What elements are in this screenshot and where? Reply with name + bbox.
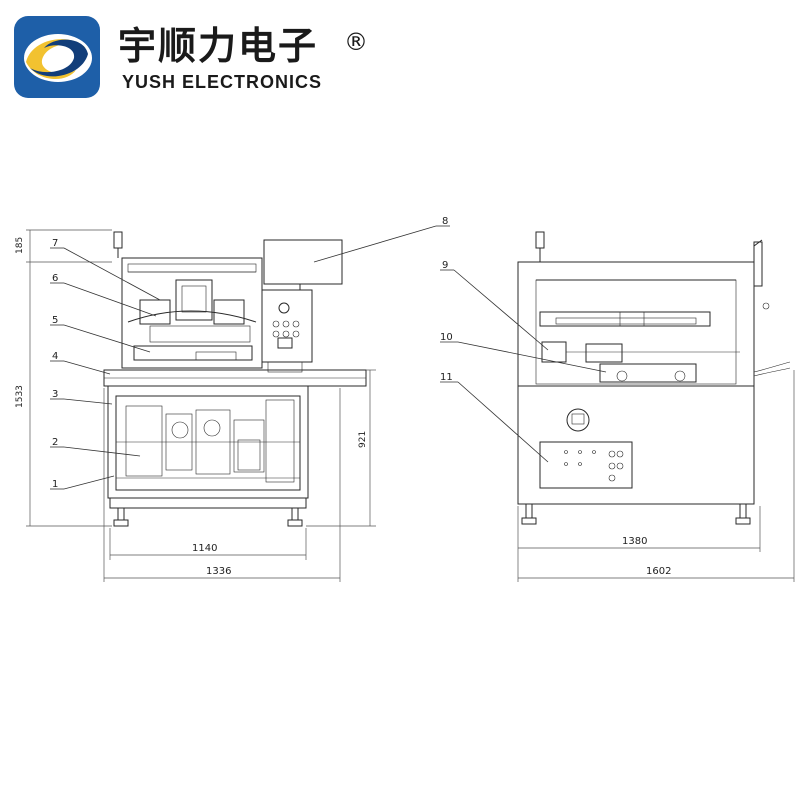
callout-9: 9	[442, 260, 448, 271]
side-view	[517, 231, 791, 525]
front-view	[103, 231, 367, 527]
dim-1602: 1602	[646, 566, 671, 577]
brand-name-english: YUSH ELECTRONICS	[122, 72, 323, 92]
callout-2: 2	[52, 437, 58, 448]
callout-8: 8	[442, 216, 448, 227]
callout-1: 1	[52, 479, 58, 490]
callout-3: 3	[52, 389, 58, 400]
dim-921: 921	[358, 431, 368, 448]
dim-1533: 1533	[15, 385, 25, 408]
dim-1140: 1140	[192, 543, 217, 554]
brand-logo-icon	[14, 16, 100, 98]
callout-7: 7	[52, 238, 58, 249]
callout-11: 11	[440, 372, 453, 383]
dim-185: 185	[15, 237, 25, 254]
registered-mark: ®	[344, 28, 368, 56]
callout-10: 10	[440, 332, 453, 343]
callout-6: 6	[52, 273, 58, 284]
dimension-lines	[26, 229, 795, 582]
brand-name-chinese: 宇顺力电子	[118, 24, 319, 68]
callout-4: 4	[52, 351, 58, 362]
dim-1380: 1380	[622, 536, 647, 547]
callout-leaders	[50, 225, 607, 490]
dim-1336: 1336	[206, 566, 231, 577]
callout-5: 5	[52, 315, 58, 326]
